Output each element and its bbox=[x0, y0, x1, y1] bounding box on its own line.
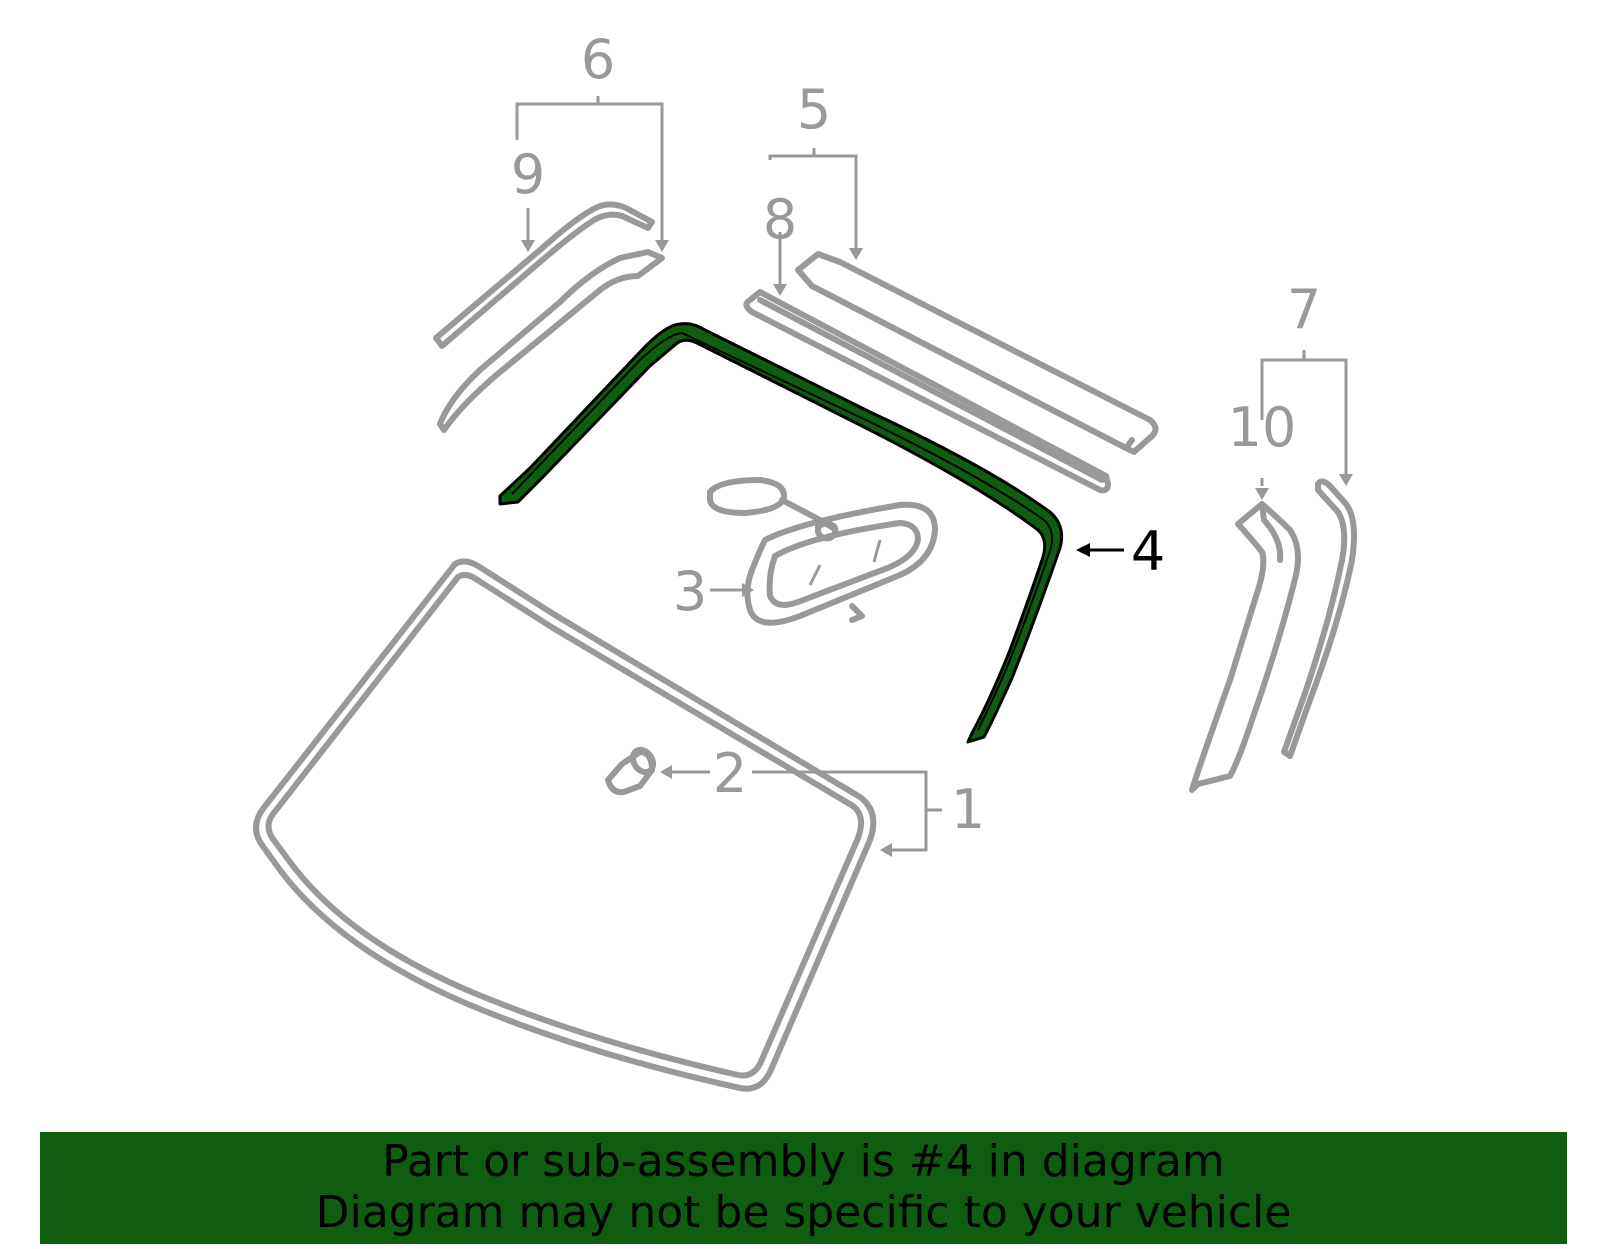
callout-3: 3 bbox=[673, 560, 707, 623]
callout-2: 2 bbox=[713, 742, 747, 805]
callout-9: 9 bbox=[511, 143, 545, 206]
callout-6: 6 bbox=[581, 28, 615, 91]
callout-7: 7 bbox=[1287, 278, 1321, 341]
roof-strip-part-8[interactable] bbox=[743, 289, 1111, 494]
windshield-part[interactable] bbox=[253, 558, 877, 1092]
callout-1: 1 bbox=[951, 778, 985, 841]
banner-line-2: Diagram may not be specific to your vehi… bbox=[315, 1187, 1292, 1238]
callout-5: 5 bbox=[797, 78, 831, 141]
side-pillar-trim-part-7[interactable] bbox=[1281, 478, 1357, 759]
windshield-molding-part-highlighted[interactable] bbox=[498, 322, 1064, 744]
roof-molding-part-5[interactable] bbox=[795, 251, 1159, 455]
info-banner: Part or sub-assembly is #4 in diagram Di… bbox=[40, 1132, 1567, 1244]
callout-4: 4 bbox=[1131, 520, 1165, 583]
parts-diagram: 6 9 5 8 7 10 3 2 1 4 bbox=[253, 28, 1357, 1092]
rearview-mirror-part[interactable] bbox=[707, 477, 938, 626]
rain-sensor-part[interactable] bbox=[605, 746, 657, 796]
callout-8: 8 bbox=[763, 188, 797, 251]
side-pillar-molding-part-10[interactable] bbox=[1189, 501, 1301, 793]
callout-10: 10 bbox=[1228, 396, 1297, 459]
banner-line-1: Part or sub-assembly is #4 in diagram bbox=[382, 1136, 1225, 1187]
pillar-molding-part-6[interactable] bbox=[437, 249, 665, 433]
pillar-molding-part-9[interactable] bbox=[433, 201, 655, 349]
